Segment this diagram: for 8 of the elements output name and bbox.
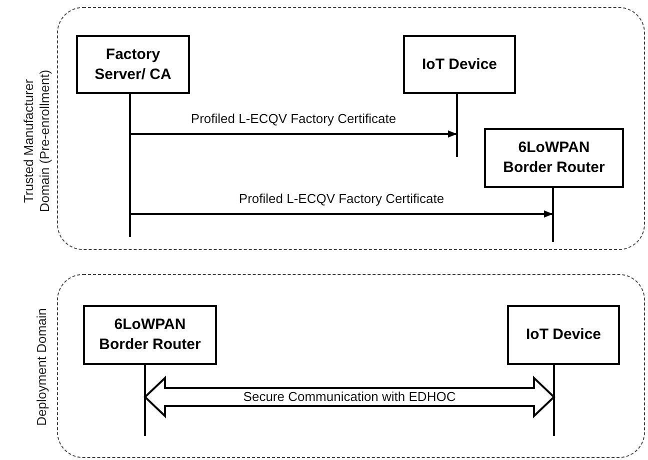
domain-label: Trusted Manufacturer Domain (Pre-enrollment) <box>21 68 53 214</box>
edge-label: Secure Communication with EDHOC <box>243 389 456 404</box>
edge-label: Profiled L-ECQV Factory Certificate <box>238 191 444 206</box>
double-block-arrow <box>144 376 556 418</box>
message-arrow <box>130 130 457 138</box>
message-arrow <box>130 210 553 218</box>
edge-label: Profiled L-ECQV Factory Certificate <box>190 111 396 126</box>
domain-label: Deployment Domain <box>33 307 50 428</box>
